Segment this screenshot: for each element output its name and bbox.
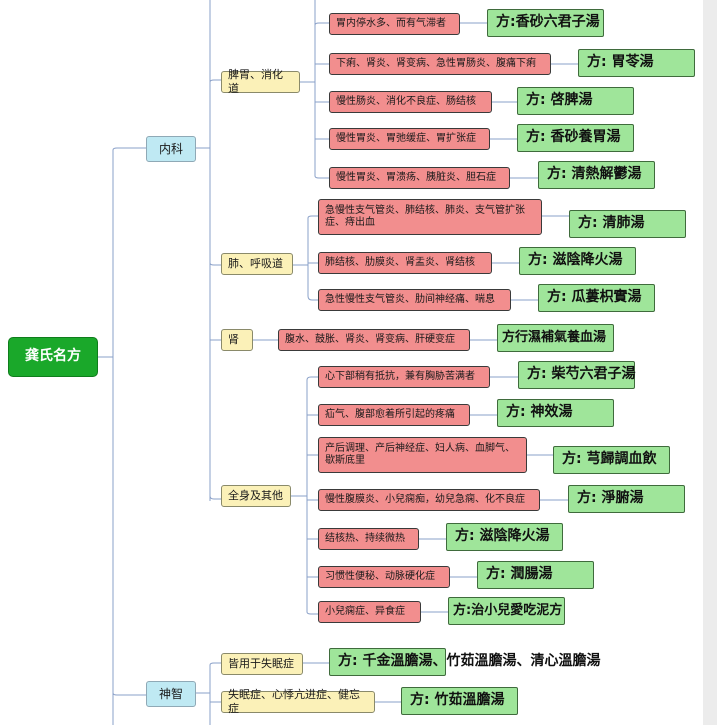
condition-node[interactable]: 下痢、肾炎、肾变病、急性胃肠炎、腹痛下痢 [329, 53, 551, 75]
prescription-node[interactable]: 方: 滋陰降火湯 [519, 247, 636, 275]
prescription-node[interactable]: 方: 清肺湯 [569, 210, 686, 238]
vertical-scrollbar[interactable] [703, 0, 717, 725]
prescription-node[interactable]: 方: 瓜蔞枳實湯 [538, 284, 655, 312]
prescription-node[interactable]: 方: 神效湯 [497, 399, 614, 427]
root-node[interactable]: 龚氏名方 [8, 337, 98, 377]
prescription-node[interactable]: 方: 清熱解鬱湯 [538, 161, 655, 189]
prescription-node[interactable]: 方: 淨腑湯 [568, 485, 685, 513]
group-shimian2[interactable]: 失眠症、心悸亢进症、健忘症 [221, 688, 375, 715]
condition-node[interactable]: 腹水、鼓胀、肾炎、肾变病、肝硬变症 [278, 329, 470, 351]
group-quanshen[interactable]: 全身及其他 [221, 485, 291, 507]
condition-node[interactable]: 产后调理、产后神经症、妇人病、血脚气、歇斯底里 [318, 437, 527, 473]
condition-node[interactable]: 疝气、腹部愈着所引起的疼痛 [318, 404, 470, 426]
prescription-node[interactable]: 方: 芎歸調血飲 [553, 446, 670, 474]
condition-node[interactable]: 急慢性支气管炎、肺结核、肺炎、支气管扩张症、痔出血 [318, 199, 542, 235]
group-piwei[interactable]: 脾胃、消化道 [221, 68, 300, 95]
group-fei[interactable]: 肺、呼吸道 [221, 253, 293, 275]
category-neike[interactable]: 内科 [146, 136, 196, 162]
prescription-node[interactable]: 方: 千金溫膽湯、竹茹溫膽湯、清心溫膽湯 [329, 648, 600, 676]
condition-node[interactable]: 慢性肠炎、消化不良症、肠结核 [329, 91, 492, 113]
condition-node[interactable]: 慢性胃炎、胃溃疡、胰脏炎、胆石症 [329, 167, 510, 189]
condition-node[interactable]: 急性慢性支气管炎、肋间神经痛、喘息 [318, 289, 511, 311]
prescription-node[interactable]: 方: 啓脾湯 [517, 87, 634, 115]
prescription-node[interactable]: 方行濕補氣養血湯 [497, 324, 614, 352]
condition-node[interactable]: 胃内停水多、而有气滞者 [329, 13, 460, 35]
condition-node[interactable]: 小兒痫症、异食症 [318, 601, 421, 623]
condition-node[interactable]: 结核热、持续微热 [318, 528, 419, 550]
condition-node[interactable]: 慢性胃炎、胃弛缓症、胃扩张症 [329, 128, 490, 150]
prescription-node[interactable]: 方: 潤腸湯 [477, 561, 594, 589]
group-shimian[interactable]: 皆用于失眠症 [221, 653, 303, 675]
prescription-node[interactable]: 方: 胃苓湯 [578, 49, 695, 77]
condition-node[interactable]: 肺结核、肋膜炎、肾盂炎、肾结核 [318, 252, 492, 274]
category-shenzhi[interactable]: 神智 [146, 681, 196, 707]
prescription-node[interactable]: 方: 香砂養胃湯 [517, 124, 634, 152]
prescription-node[interactable]: 方: 滋陰降火湯 [446, 523, 563, 551]
group-shen[interactable]: 肾 [221, 329, 253, 351]
prescription-node[interactable]: 方: 竹茹溫膽湯 [401, 687, 518, 715]
prescription-node[interactable]: 方: 柴芍六君子湯 [518, 361, 635, 389]
condition-node[interactable]: 慢性腹膜炎、小兒痫痴，幼兒急痫、化不良症 [318, 489, 540, 511]
prescription-node[interactable]: 方:治小兒愛吃泥方 [448, 597, 565, 625]
prescription-node[interactable]: 方:香砂六君子湯 [487, 9, 604, 37]
condition-node[interactable]: 心下部稍有抵抗，兼有胸胁苦满者 [318, 366, 490, 388]
condition-node[interactable]: 习惯性便秘、动脉硬化症 [318, 566, 450, 588]
